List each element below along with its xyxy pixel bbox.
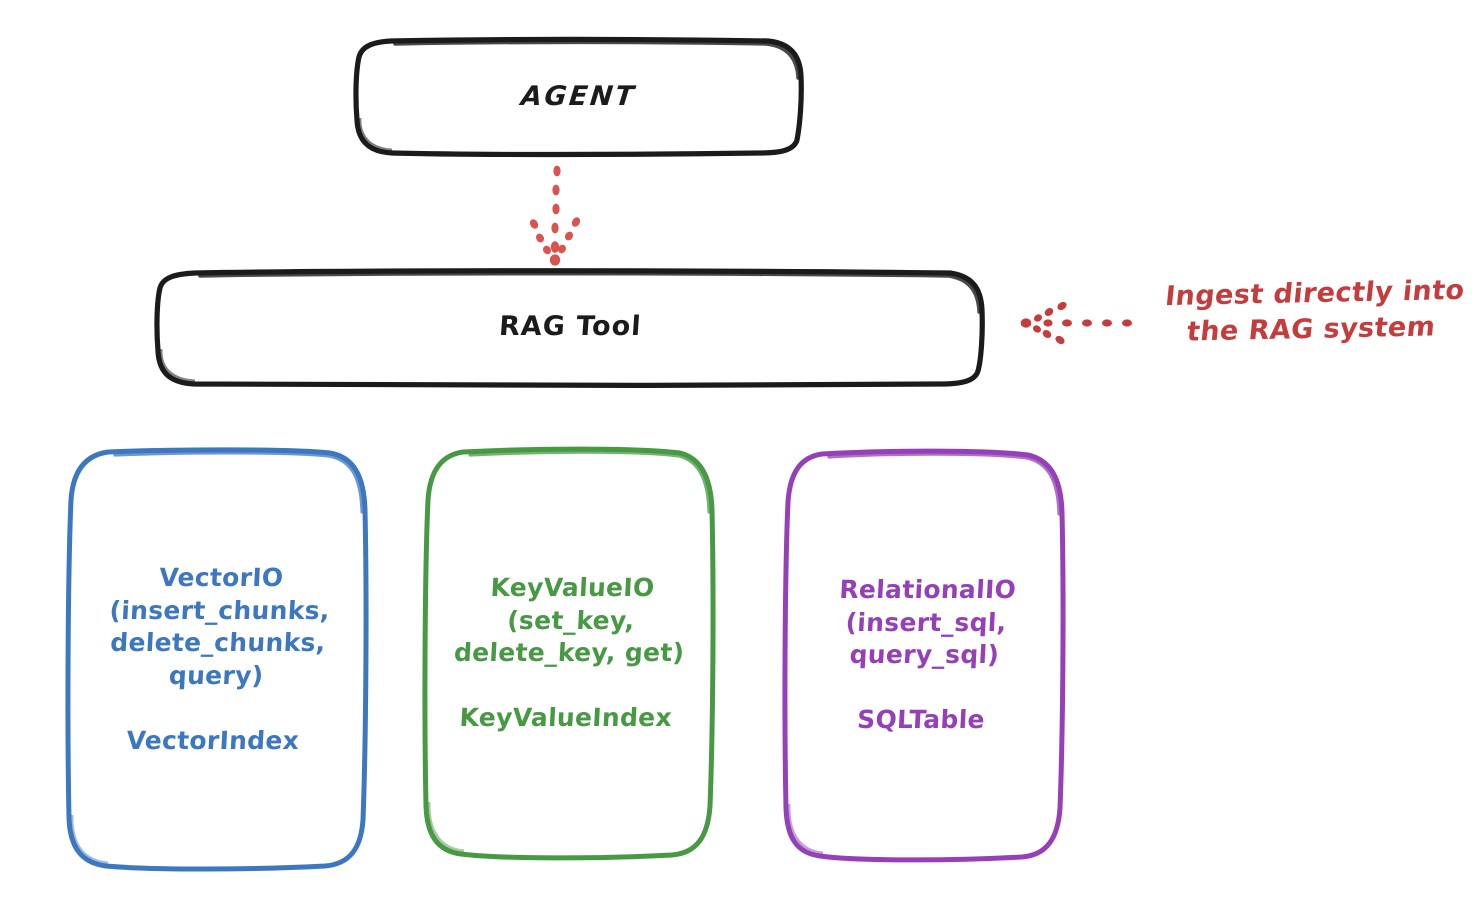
node-vector-io[interactable]: VectorIO (insert_chunks, delete_chunks, … [68, 450, 366, 869]
node-rag-tool-label: RAG Tool [497, 311, 643, 343]
ingest-annotation-text: Ingest directly into the RAG system [1163, 274, 1467, 348]
ingest-arrow [1020, 301, 1132, 345]
node-relational-io-label: RelationalIO (insert_sql, query_sql) SQL… [838, 574, 1017, 734]
node-key-value-io[interactable]: KeyValueIO (set_key, delete_key, get) Ke… [425, 450, 713, 856]
node-vector-io-label: VectorIO (insert_chunks, delete_chunks, … [108, 563, 331, 755]
node-agent[interactable]: AGENT [356, 40, 802, 154]
node-rag-tool[interactable]: RAG Tool [157, 271, 983, 384]
node-agent-label: AGENT [519, 80, 639, 112]
node-relational-io[interactable]: RelationalIO (insert_sql, query_sql) SQL… [786, 452, 1062, 858]
agent-to-rag-tool-arrow [529, 165, 581, 266]
node-key-value-io-label: KeyValueIO (set_key, delete_key, get) Ke… [453, 572, 685, 732]
